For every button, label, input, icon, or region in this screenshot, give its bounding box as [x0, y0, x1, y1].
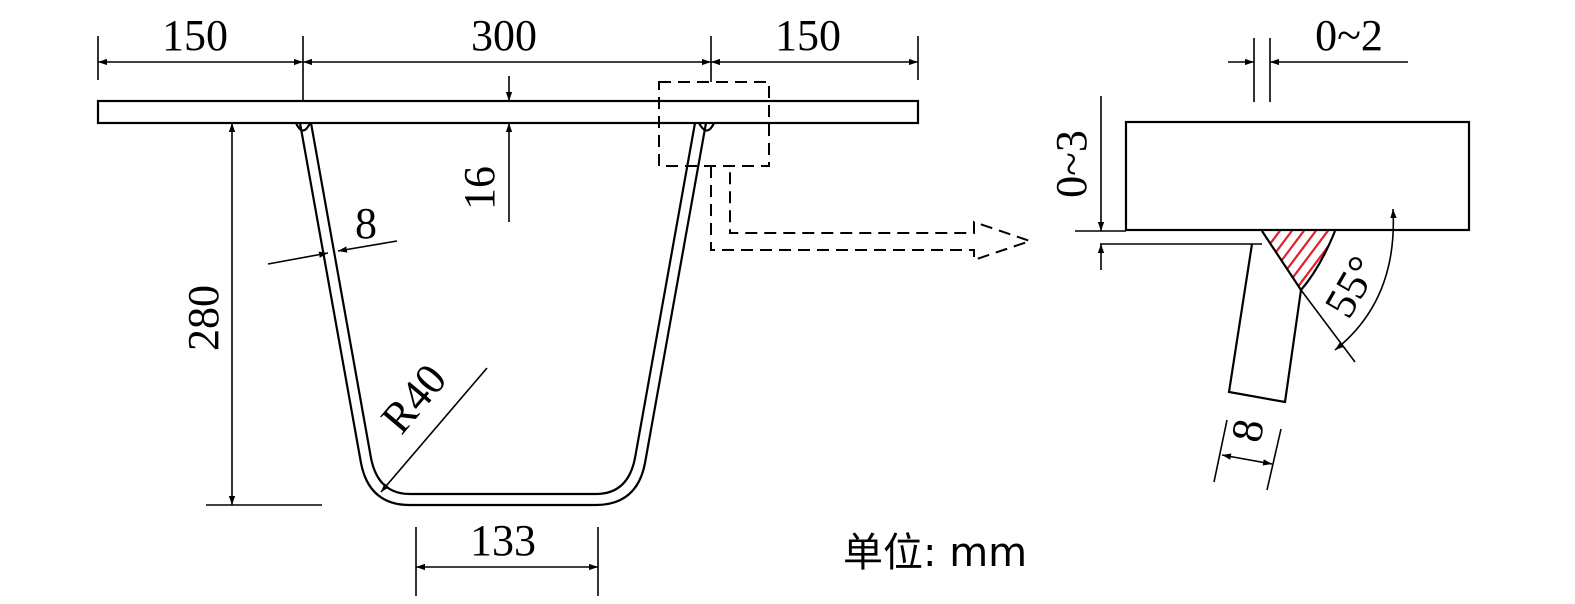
- detail-leader-arrow: [710, 166, 1034, 262]
- detail-web-thickness: 8: [1222, 415, 1274, 445]
- dim-top-right: 150: [775, 11, 841, 60]
- dim-bend-radius: R40: [372, 355, 457, 443]
- dim-plate-thickness: 16: [455, 166, 504, 210]
- detail-callout-box: [658, 81, 770, 167]
- detail-plate: [1124, 120, 1471, 232]
- detail-web: [1227, 243, 1303, 404]
- unit-label: 单位: mm: [843, 530, 1027, 576]
- dim-web-thickness: 8: [355, 199, 377, 248]
- detail-gap-width: 0~2: [1315, 11, 1383, 60]
- detail-gap-height: 0~3: [1047, 130, 1096, 198]
- dim-top-left: 150: [162, 11, 228, 60]
- dim-depth: 280: [179, 285, 228, 351]
- dim-top-middle: 300: [471, 11, 537, 60]
- weld-right: [698, 122, 715, 132]
- u-rib-outer: [298, 122, 708, 507]
- detail-view: 0~2 0~3 55° 8: [1047, 11, 1471, 491]
- weld-left: [295, 122, 311, 132]
- weld-outline: [1261, 230, 1337, 291]
- deck-plate: [96, 99, 920, 125]
- detail-groove-angle: 55°: [1315, 248, 1388, 326]
- angle-arc: [1334, 208, 1397, 351]
- main-section: 150 300 150 16 8 280 R40 133: [96, 11, 1034, 596]
- dim-bottom-width: 133: [470, 516, 536, 565]
- u-rib-inner: [309, 122, 697, 496]
